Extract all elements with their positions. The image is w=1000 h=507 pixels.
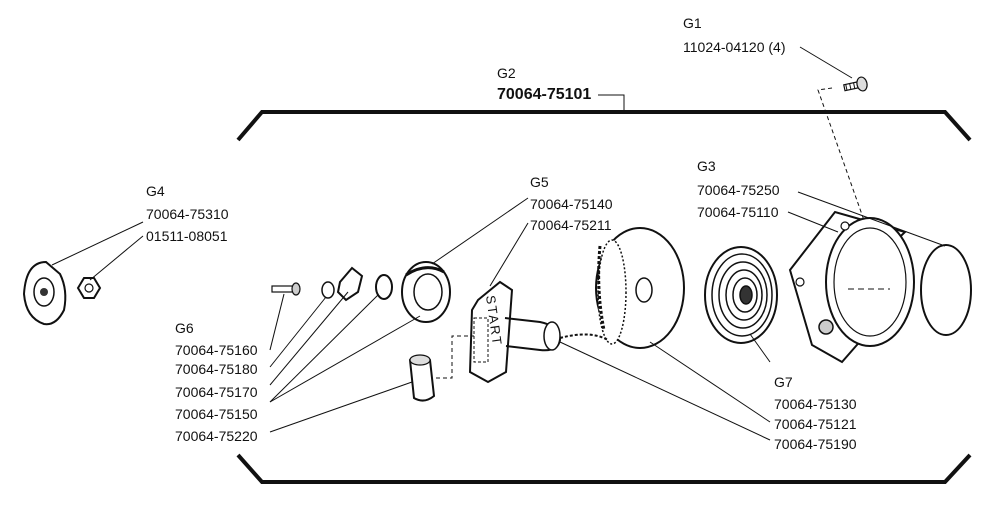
leader-g3-75250	[797, 191, 946, 247]
leader-g2	[598, 94, 625, 112]
screw-dashed-guide	[817, 87, 867, 227]
leader-g6-75160	[269, 293, 285, 351]
nut-part	[76, 277, 102, 299]
g3-part-0: 70064-75250	[697, 182, 780, 198]
leader-g5-75211	[489, 222, 529, 287]
g4-part-0: 70064-75310	[146, 206, 229, 222]
start-handle-part	[468, 280, 562, 384]
g4-part-1: 01511-08051	[146, 228, 228, 244]
leader-g3-75110	[787, 211, 839, 233]
starter-rope	[559, 333, 609, 341]
g1-title: G1	[683, 15, 702, 31]
g3-title: G3	[697, 158, 716, 174]
g6-part-0: 70064-75160	[175, 342, 258, 358]
g3-part-1: 70064-75110	[697, 204, 779, 220]
starter-housing-part	[788, 210, 915, 364]
g5-part-0: 70064-75140	[530, 196, 613, 212]
leader-g4-75310	[51, 221, 144, 266]
g6-part-1: 70064-75180	[175, 361, 258, 377]
g2-part-0: 70064-75101	[497, 86, 592, 103]
leader-g1	[799, 46, 853, 79]
g4-title: G4	[146, 183, 165, 199]
ratchet-wheel-part	[401, 261, 451, 323]
leader-g6-75170	[269, 291, 349, 386]
g7-part-1: 70064-75121	[774, 416, 857, 432]
g7-part-2: 70064-75190	[774, 436, 857, 452]
g5-part-1: 70064-75211	[530, 217, 612, 233]
flange-part	[22, 260, 67, 326]
leader-g5-75140	[431, 197, 529, 265]
assembly-bracket-bottom	[236, 453, 972, 484]
rope-reel-part	[595, 227, 685, 349]
g7-part-0: 70064-75130	[774, 396, 857, 412]
assembly-bracket-top	[236, 110, 972, 142]
g7-title: G7	[774, 374, 793, 390]
leader-g7-75130	[749, 333, 771, 363]
washer-part	[321, 281, 335, 299]
g6-part-3: 70064-75150	[175, 406, 258, 422]
small-screw-part	[271, 282, 301, 296]
g6-title: G6	[175, 320, 194, 336]
g6-part-2: 70064-75170	[175, 384, 258, 400]
g5-title: G5	[530, 174, 549, 190]
cover-plate-part	[920, 244, 972, 336]
grip-dashed-guide	[436, 335, 474, 379]
leader-g7-75121	[649, 341, 771, 423]
leader-g6-75180	[269, 296, 327, 368]
leader-g6-75150b	[269, 315, 421, 403]
ratchet-pawl-part	[336, 266, 364, 302]
leader-g6-75150a	[269, 294, 379, 403]
g1-part-0: 11024-04120 (4)	[683, 39, 786, 55]
spring-clip-part	[375, 274, 393, 300]
leader-g4-01511	[89, 235, 144, 281]
leader-g6-75220	[269, 381, 413, 433]
grip-sleeve-part	[408, 354, 436, 402]
recoil-spring-part	[704, 246, 778, 344]
leader-g7-75190	[559, 341, 771, 441]
g2-title: G2	[497, 65, 516, 81]
screw-part	[843, 76, 868, 92]
handle-start-text: START	[483, 294, 505, 347]
g6-part-4: 70064-75220	[175, 428, 258, 444]
